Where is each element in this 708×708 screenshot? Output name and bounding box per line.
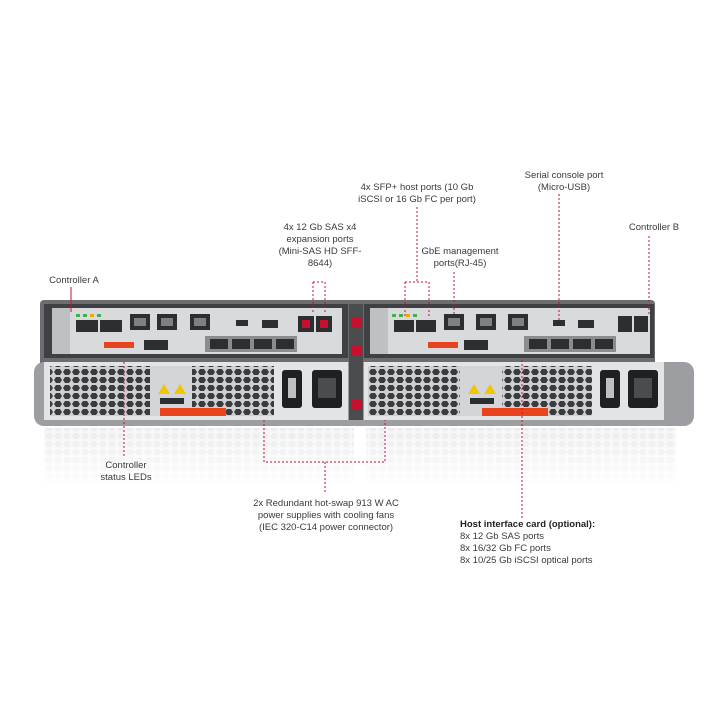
label-controller-b: Controller B <box>628 222 680 233</box>
center-latch <box>349 304 363 420</box>
chassis-reflection <box>30 424 690 488</box>
label-line: 8644) <box>307 258 333 269</box>
label-line: 2x Redundant hot-swap 913 W AC <box>253 498 399 509</box>
label-line: 4x SFP+ host ports (10 Gb <box>360 182 474 193</box>
label-line: 8x 16/32 Gb FC ports <box>460 543 551 554</box>
label-line: Serial console port <box>524 170 604 181</box>
label-serial-console: Serial console port (Micro-USB) <box>500 170 628 194</box>
label-line: (IEC 320-C14 power connector) <box>258 522 394 533</box>
usb-port <box>262 320 278 328</box>
warning-icon <box>158 384 170 394</box>
warning-icon <box>174 384 186 394</box>
psu-handle <box>160 408 226 416</box>
label-gbe-management: GbE management ports(RJ-45) <box>400 246 520 270</box>
power-supply-a <box>44 362 348 420</box>
label-power-supplies: 2x Redundant hot-swap 913 W AC power sup… <box>226 498 426 534</box>
label-line: status LEDs <box>100 472 152 483</box>
label-line: GbE management <box>421 246 499 257</box>
label-host-interface-card: Host interface card (optional): 8x 12 Gb… <box>460 519 680 567</box>
label-line: 4x 12 Gb SAS x4 <box>283 222 357 233</box>
label-line: Controller <box>105 460 147 471</box>
label-line: 8x 12 Gb SAS ports <box>460 531 544 542</box>
label-sas-expansion: 4x 12 Gb SAS x4 expansion ports (Mini-SA… <box>268 222 372 270</box>
label-line: (Micro-USB) <box>537 182 591 193</box>
status-led-icon <box>83 314 87 317</box>
label-line: power supplies with cooling fans <box>257 510 395 521</box>
label-line: iSCSI or 16 Gb FC per port) <box>358 194 476 205</box>
controller-b-module <box>364 304 654 358</box>
power-supply-b <box>364 362 664 420</box>
status-led-icon <box>76 314 80 317</box>
label-line: ports(RJ-45) <box>433 258 487 269</box>
label-line: (Mini-SAS HD SFF- <box>278 246 362 257</box>
micro-usb-port <box>236 320 248 326</box>
callout-leader-lines <box>70 194 650 518</box>
release-latch <box>104 342 134 348</box>
label-controller-status-leds: Controller status LEDs <box>86 460 166 484</box>
label-title: Host interface card (optional): <box>460 519 596 530</box>
label-line: 8x 10/25 Gb iSCSI optical ports <box>460 555 593 566</box>
status-led-icon <box>97 314 101 317</box>
controller-a-module <box>44 304 348 358</box>
status-led-icon <box>90 314 94 317</box>
label-sfp-host-ports: 4x SFP+ host ports (10 Gb iSCSI or 16 Gb… <box>332 182 502 206</box>
label-line: expansion ports <box>286 234 354 245</box>
label-controller-a: Controller A <box>49 275 99 286</box>
